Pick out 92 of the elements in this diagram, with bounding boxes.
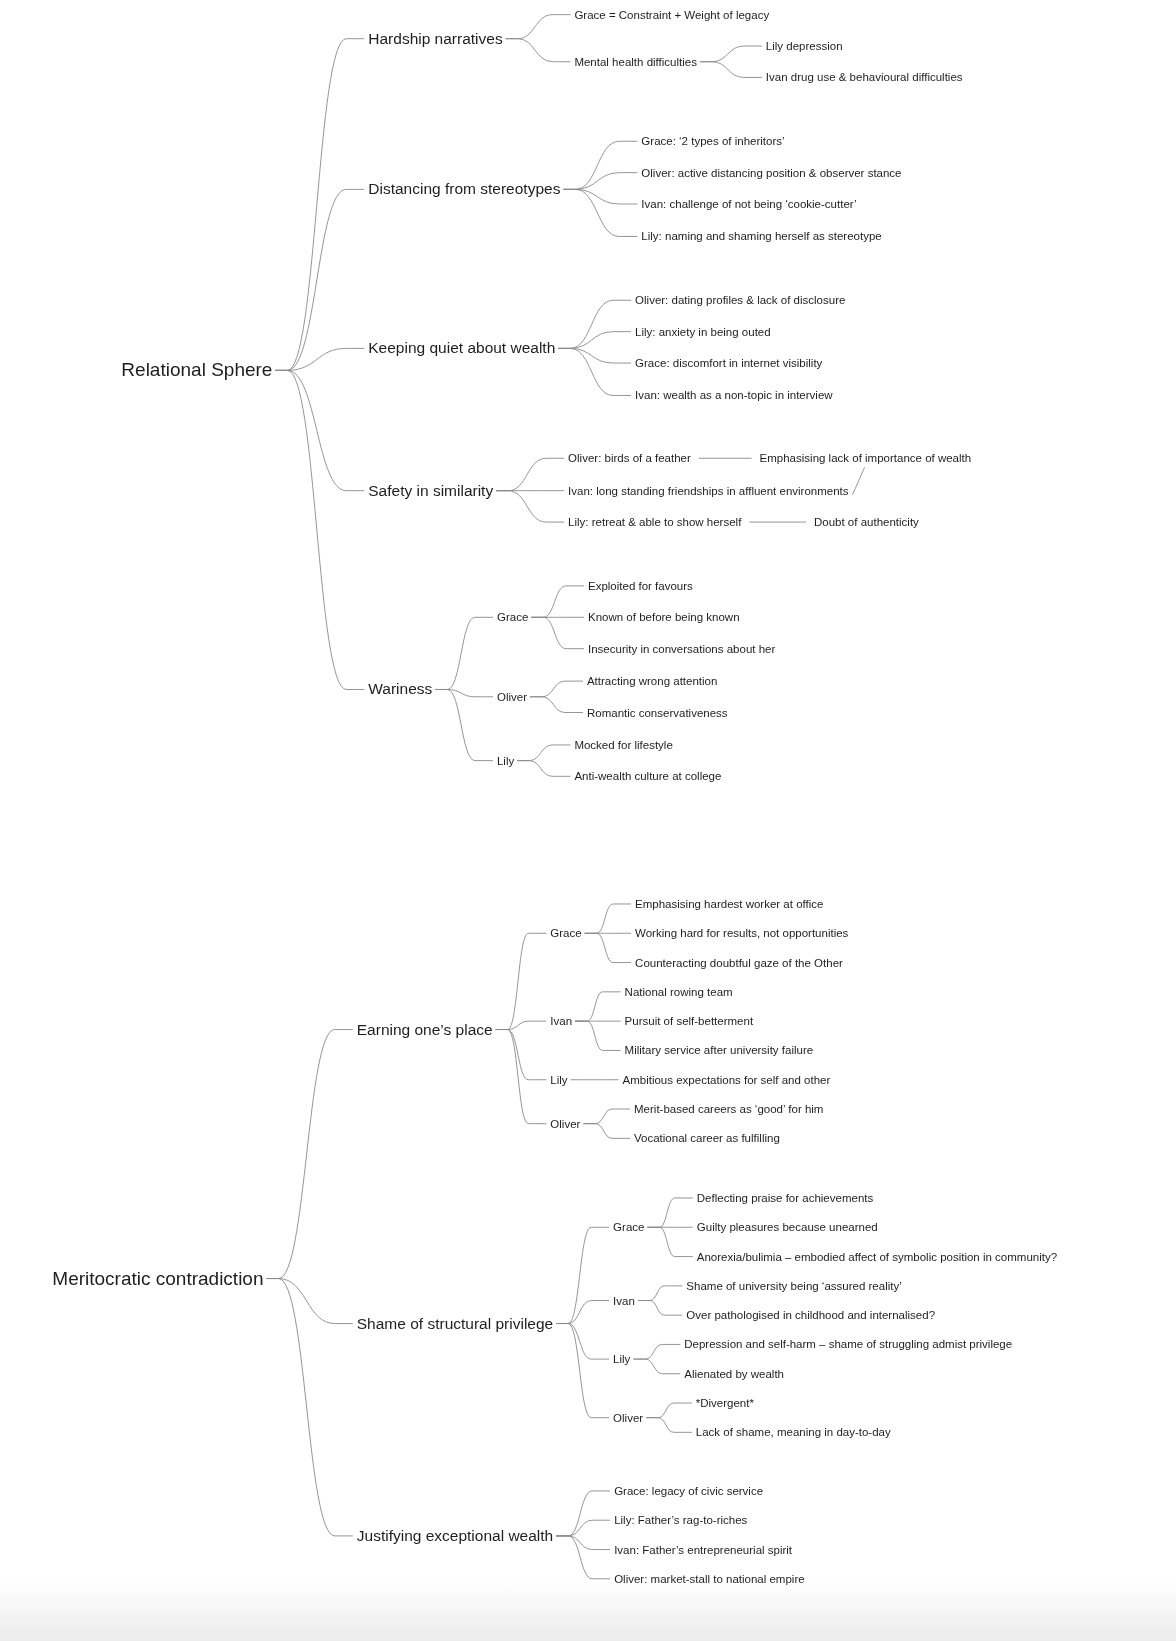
subtopic-text: Anorexia/bulimia – embodied affect of symbolic position in community? — [696, 1249, 1058, 1264]
subtopic-text: Alienated by wealth — [684, 1366, 784, 1381]
subtopic-text: Vocational career as fulfilling — [634, 1131, 780, 1146]
connector-line — [266, 1278, 354, 1537]
theme-topic: Justifying exceptional wealth — [356, 1526, 554, 1546]
connector-line — [505, 38, 571, 63]
subtopic-text: Emphasising hardest worker at office — [635, 896, 824, 912]
connector-line — [852, 467, 865, 496]
subtopic-text: Anti-wealth culture at college — [574, 769, 722, 784]
subtopic-text: Oliver — [613, 1410, 644, 1425]
subtopic-text: Ivan — [613, 1293, 635, 1308]
connector-line — [748, 521, 807, 523]
connector-line — [274, 369, 365, 690]
root-topic: Meritocratic contradiction — [52, 1266, 264, 1291]
theme-topic: Shame of structural privilege — [356, 1313, 554, 1334]
root-topic: Relational Sphere — [121, 358, 273, 383]
subtopic-text: Grace = Constraint + Weight of legacy — [574, 7, 770, 22]
subtopic-text: Lack of shame, meaning in day-to-day — [695, 1425, 891, 1440]
subtopic-text: Grace — [550, 926, 582, 941]
subtopic-text: Ivan: wealth as a non-topic in interview — [635, 388, 833, 403]
theme-topic: Safety in similarity — [368, 481, 494, 501]
connector-line — [582, 1123, 631, 1139]
connector-line — [434, 689, 494, 762]
subtopic-text: *Divergent* — [695, 1395, 754, 1411]
subtopic-text: National rowing team — [624, 984, 733, 1000]
connector-line — [555, 1535, 611, 1580]
subtopic-text: Pursuit of self-betterment — [624, 1013, 754, 1029]
connector-line — [516, 760, 571, 777]
subtopic-text: Grace — [613, 1220, 645, 1235]
subtopic-text: Known of before being known — [588, 610, 740, 625]
subtopic-text: Merit-based careers as ‘good’ for him — [634, 1101, 824, 1117]
subtopic-text: Over pathologised in childhood and internalised? — [686, 1307, 936, 1323]
connector-line — [584, 932, 632, 963]
subtopic-text: Ivan drug use & behavioural difficulties — [765, 70, 963, 85]
theme-topic: Hardship narratives — [368, 29, 503, 49]
subtopic-text: Lily depression — [765, 38, 843, 54]
subtopic-text: Ivan: long standing friendships in affluent environments — [568, 483, 849, 498]
subtopic-text: Shame of university being ‘assured reality’ — [686, 1278, 902, 1294]
subtopic-text: Depression and self-harm – shame of struggling admist privilege — [684, 1337, 1013, 1352]
connector-line — [574, 1020, 622, 1051]
subtopic-text: Lily — [550, 1072, 568, 1087]
subtopic-text: Exploited for favours — [588, 578, 693, 594]
subtopic-text: Lily — [613, 1351, 631, 1367]
subtopic-text: Oliver: birds of a feather — [568, 451, 691, 466]
connector-line — [555, 1323, 610, 1419]
subtopic-text: Ivan — [550, 1013, 573, 1029]
connector-line — [562, 188, 638, 237]
connector-line — [698, 457, 753, 459]
connector-line — [495, 1029, 547, 1125]
connector-line — [495, 490, 565, 523]
subtopic-text: Ivan: Father’s entrepreneurial spirit — [614, 1542, 793, 1557]
connector-line — [570, 1079, 619, 1081]
connector-line — [530, 616, 585, 650]
subtopic-text: Counteracting doubtful gaze of the Other — [635, 955, 843, 970]
connector-line — [529, 696, 584, 713]
subtopic-text: Insecurity in conversations about her — [588, 641, 776, 656]
subtopic-text: Mental health difficulties — [574, 54, 697, 69]
theme-topic: Distancing from stereotypes — [368, 179, 561, 200]
subtopic-text: Romantic conservativeness — [586, 705, 728, 720]
subtopic-text: Lily: retreat & able to show herself — [568, 514, 742, 530]
subtopic-text: Mocked for lifestyle — [574, 737, 673, 753]
subtopic-text: Guilty pleasures because unearned — [696, 1220, 878, 1235]
subtopic-text: Lily — [496, 753, 515, 768]
subtopic-text: Oliver — [550, 1116, 581, 1131]
subtopic-text: Lily: Father’s rag-to-riches — [614, 1513, 748, 1528]
subtopic-text: Ambitious expectations for self and other — [622, 1072, 831, 1087]
subtopic-text: Grace: ‘2 types of inheritors’ — [641, 134, 785, 149]
subtopic-text: Oliver: market-stall to national empire — [614, 1571, 805, 1586]
theme-topic: Wariness — [368, 679, 433, 700]
connector-line — [647, 1226, 694, 1257]
subtopic-text: Military service after university failure — [624, 1043, 814, 1058]
subtopic-text: Deflecting praise for achievements — [696, 1190, 874, 1206]
subtopic-text: Lily: naming and shaming herself as stereotype — [641, 229, 882, 244]
subtopic-text: Oliver — [496, 689, 527, 704]
subtopic-text: Emphasising lack of importance of wealth — [759, 451, 972, 466]
subtopic-text: Lily: anxiety in being outed — [635, 324, 771, 339]
subtopic-text: Oliver: dating profiles & lack of disclosure — [635, 293, 846, 308]
subtopic-text: Doubt of authenticity — [814, 514, 919, 530]
theme-topic: Keeping quiet about wealth — [368, 338, 556, 359]
subtopic-text: Grace — [496, 610, 529, 625]
connector-line — [557, 347, 632, 396]
connector-line — [699, 61, 763, 78]
subtopic-text: Oliver: active distancing position & observer stance — [641, 165, 902, 180]
theme-topic: Earning one’s place — [356, 1019, 493, 1040]
connector-line — [637, 1300, 683, 1316]
connector-line — [632, 1358, 681, 1375]
subtopic-text: Ivan: challenge of not being ‘cookie-cutter’ — [641, 196, 857, 212]
subtopic-text: Attracting wrong attention — [586, 673, 718, 689]
subtopic-text: Working hard for results, not opportunities — [635, 926, 849, 941]
subtopic-text: Grace: legacy of civic service — [614, 1483, 764, 1499]
connector-line — [645, 1417, 693, 1433]
subtopic-text: Grace: discomfort in internet visibility — [635, 355, 823, 371]
